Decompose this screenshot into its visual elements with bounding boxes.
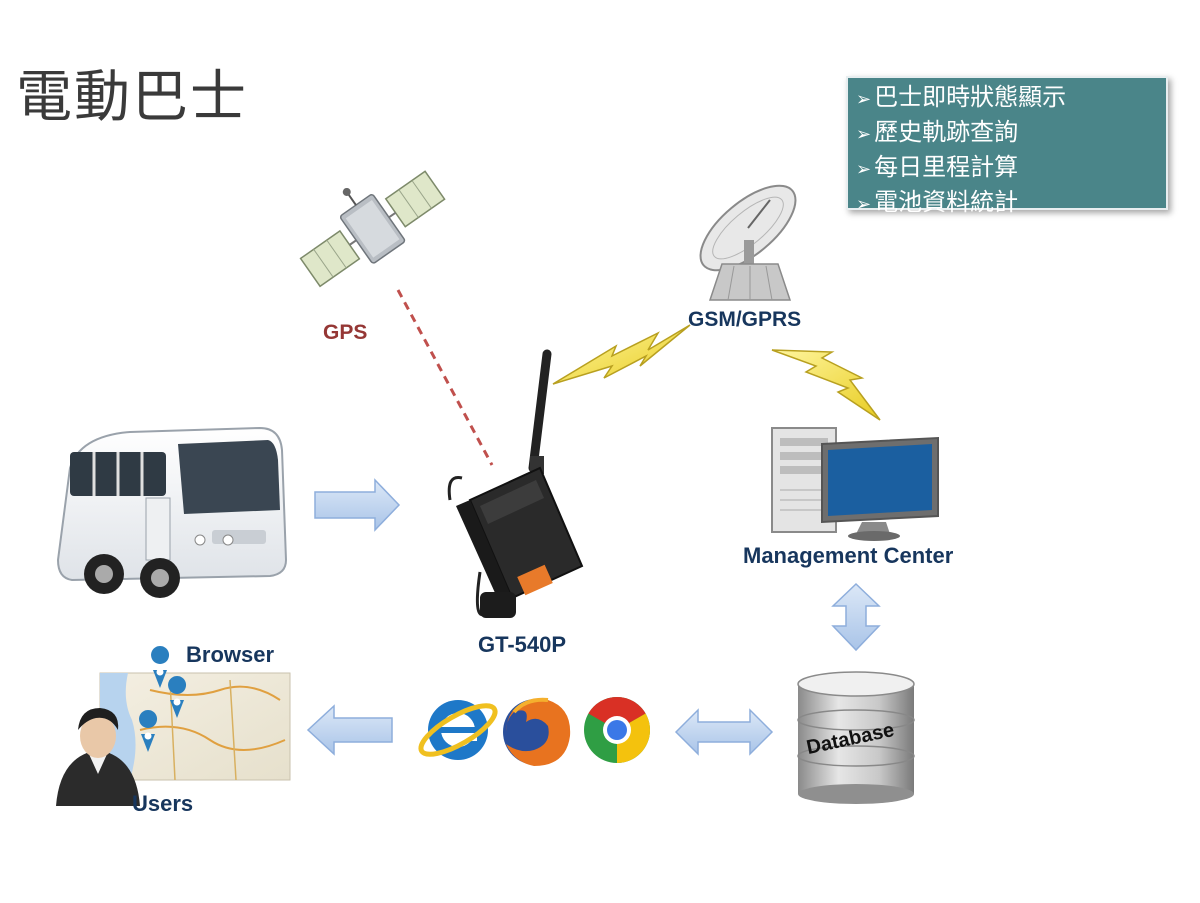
feature-item-track-history: ➢歷史軌跡查詢	[856, 118, 1019, 146]
feature-item-daily-mileage: ➢每日里程計算	[856, 153, 1019, 181]
firefox-icon	[503, 697, 571, 766]
chrome-icon	[584, 697, 651, 763]
gt540p-device-image	[447, 349, 584, 618]
sync-arrow-horizontal-icon	[674, 708, 774, 756]
users-label: Users	[132, 791, 194, 816]
bus-image	[56, 426, 288, 598]
map-pin-icon	[139, 710, 158, 752]
wireless-link-icon-right	[771, 349, 881, 421]
satellite-icon	[299, 170, 446, 288]
user-avatar-icon	[56, 708, 140, 806]
arrow-bullet-icon: ➢	[856, 124, 872, 145]
satellite-dish-icon	[699, 184, 797, 301]
arrow-bullet-icon: ➢	[856, 194, 872, 215]
management-center-label: Management Center	[743, 543, 954, 568]
sync-arrow-vertical-icon	[831, 582, 881, 652]
feature-item-battery-stats: ➢電池資料統計	[856, 188, 1019, 216]
feature-item-realtime-status: ➢巴士即時狀態顯示	[856, 83, 1067, 111]
arrow-bullet-icon: ➢	[856, 159, 872, 180]
arrow-right-icon	[314, 478, 401, 532]
arrow-left-icon	[306, 704, 393, 756]
page-title: 電動巴士	[16, 65, 248, 130]
device-label: GT-540P	[478, 632, 567, 657]
feature-list: ➢巴士即時狀態顯示 ➢歷史軌跡查詢 ➢每日里程計算 ➢電池資料統計	[846, 76, 1168, 216]
management-computer-image	[771, 427, 939, 541]
database-icon	[797, 671, 915, 804]
gsm-gprs-label: GSM/GPRS	[688, 308, 802, 331]
map-image	[99, 672, 291, 781]
gps-label: GPS	[323, 321, 368, 344]
wireless-link-icon-left	[552, 324, 691, 385]
map-pin-icon	[151, 646, 170, 688]
gps-signal-line	[396, 289, 494, 466]
browser-label: Browser	[186, 642, 275, 667]
internet-explorer-icon	[418, 700, 498, 760]
map-pin-icon	[168, 676, 187, 718]
arrow-bullet-icon: ➢	[856, 89, 872, 110]
